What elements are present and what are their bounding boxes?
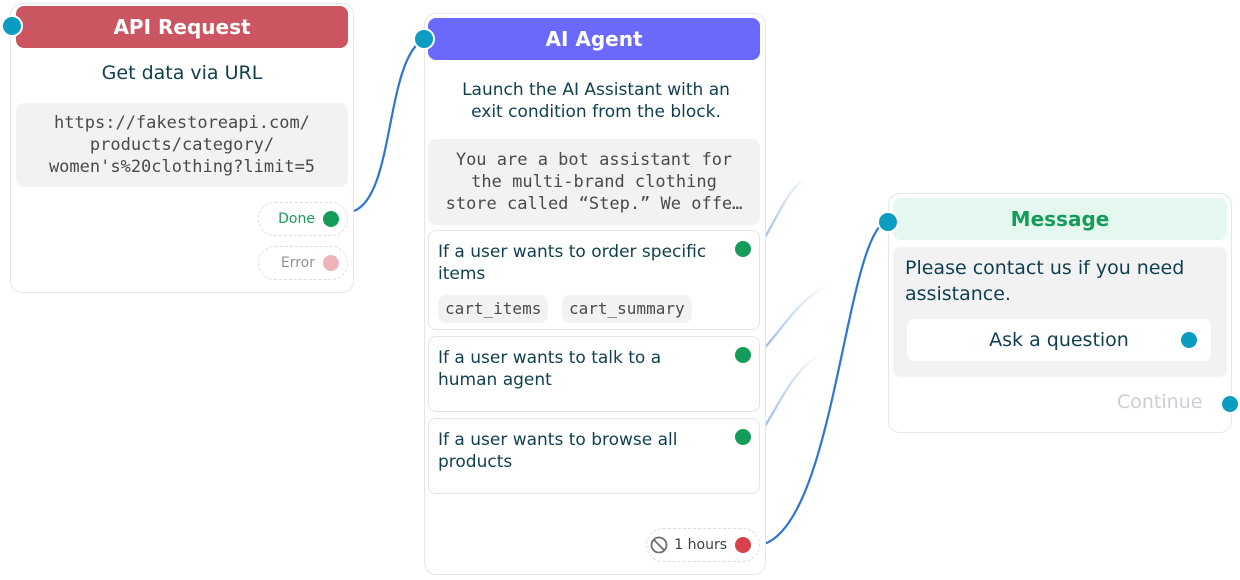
error-port[interactable]: Error	[258, 246, 348, 280]
connector-condition-3-faded	[757, 352, 824, 437]
connector-timeout-to-message[interactable]	[763, 220, 887, 546]
condition-card-human-agent[interactable]: If a user wants to talk to a human agent	[428, 336, 760, 412]
condition-output-port[interactable]	[735, 241, 751, 257]
ask-question-button[interactable]: Ask a question	[907, 319, 1211, 361]
api-request-subtitle: Get data via URL	[101, 62, 263, 84]
timeout-port[interactable]: 1 hours	[646, 528, 760, 562]
ai-agent-title: AI Agent	[545, 27, 643, 51]
timeout-port-dot[interactable]	[735, 537, 751, 553]
api-request-input-port[interactable]	[1, 15, 23, 37]
ask-question-port-dot[interactable]	[1181, 332, 1197, 348]
message-header[interactable]: Message	[893, 198, 1227, 240]
continue-output-port[interactable]	[1220, 394, 1240, 414]
condition-output-port[interactable]	[735, 347, 751, 363]
ai-agent-header[interactable]: AI Agent	[428, 18, 760, 60]
error-port-dot[interactable]	[323, 255, 339, 271]
connector-done-to-agent[interactable]	[353, 38, 425, 213]
done-label: Done	[278, 211, 315, 227]
api-request-url[interactable]: https://fakestoreapi.com/ products/categ…	[16, 103, 348, 187]
variable-tag-cart-items: cart_items	[438, 295, 549, 323]
condition-text: If a user wants to order specific items	[438, 242, 707, 284]
condition-text: If a user wants to talk to a human agent	[438, 348, 662, 390]
condition-text: If a user wants to browse all products	[438, 430, 678, 472]
api-request-header[interactable]: API Request	[16, 6, 348, 48]
condition-output-port[interactable]	[735, 429, 751, 445]
message-title: Message	[1010, 207, 1110, 231]
done-port-dot[interactable]	[323, 211, 339, 227]
error-label: Error	[280, 255, 315, 271]
condition-card-browse-products[interactable]: If a user wants to browse all products	[428, 418, 760, 494]
ban-icon	[650, 536, 668, 554]
ai-agent-input-port[interactable]	[413, 28, 435, 50]
continue-label: Continue	[1117, 391, 1203, 413]
ai-agent-prompt[interactable]: You are a bot assistant for the multi-br…	[428, 139, 760, 225]
timeout-label: 1 hours	[674, 537, 727, 553]
ask-question-label: Ask a question	[989, 329, 1129, 351]
message-text: Please contact us if you need assistance…	[905, 257, 1185, 305]
ai-agent-subtitle: Launch the AI Assistant with an exit con…	[462, 80, 730, 122]
message-input-port[interactable]	[877, 211, 899, 233]
done-port[interactable]: Done	[258, 202, 348, 236]
api-request-title: API Request	[113, 15, 251, 39]
connector-condition-2-faded	[757, 284, 829, 355]
variable-tag-cart-summary: cart_summary	[562, 295, 692, 323]
